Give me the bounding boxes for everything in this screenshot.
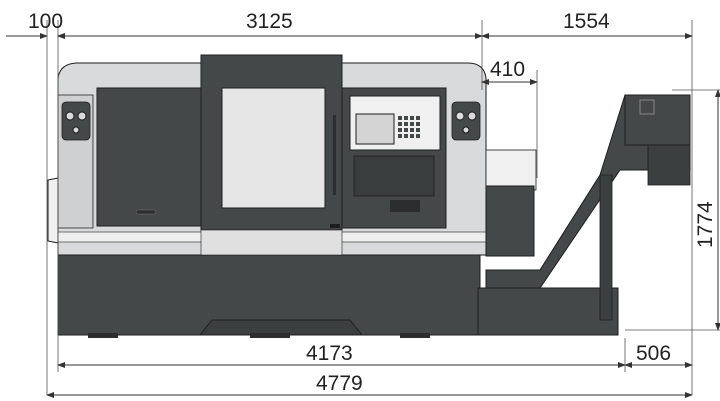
conveyor-vent: [639, 99, 655, 115]
conveyor-support: [599, 174, 613, 321]
machine-illustration: [47, 54, 691, 338]
left-control-knobs: [61, 101, 91, 141]
keypad-icon: [398, 116, 420, 138]
center-door-handle: [333, 115, 336, 195]
panel-keyboard: [353, 155, 435, 197]
dim-label-4173: 4173: [306, 342, 353, 365]
conveyor-box: [485, 185, 535, 257]
knob-icon: [455, 111, 465, 121]
knob-icon: [77, 111, 87, 121]
door-bottom-strip: [200, 229, 343, 256]
door-label: [330, 224, 340, 228]
dim-label-1554: 1554: [563, 10, 610, 33]
dim-label-4779: 4779: [316, 372, 363, 395]
dim-label-100: 100: [28, 10, 63, 33]
right-control-knobs: [451, 101, 481, 141]
left-door: [96, 87, 202, 227]
dim-label-506: 506: [636, 342, 671, 365]
conveyor-tray: [485, 149, 537, 191]
door-handle: [135, 209, 157, 215]
dim-label-410: 410: [490, 58, 525, 81]
conveyor-head: [624, 94, 691, 146]
conveyor-chute: [647, 144, 691, 186]
dim-label-3125: 3125: [246, 10, 293, 33]
chip-conveyor: [485, 94, 691, 321]
knob-icon: [72, 126, 80, 134]
foot: [250, 333, 290, 338]
door-window: [221, 87, 326, 209]
panel-pedestal: [390, 200, 420, 212]
knob-icon: [462, 126, 470, 134]
left-side-panel: [47, 177, 59, 244]
dimension-labels: 100 3125 1554 410 1774 4173 506 4779: [28, 10, 717, 395]
knob-icon: [467, 111, 477, 121]
foot: [88, 333, 118, 338]
foot: [400, 333, 430, 338]
control-screen: [355, 113, 395, 145]
base-recess: [198, 319, 364, 336]
knob-icon: [65, 111, 75, 121]
dim-label-1774: 1774: [694, 201, 717, 248]
dimension-lines: [6, 20, 720, 398]
base-extension: [477, 287, 619, 336]
